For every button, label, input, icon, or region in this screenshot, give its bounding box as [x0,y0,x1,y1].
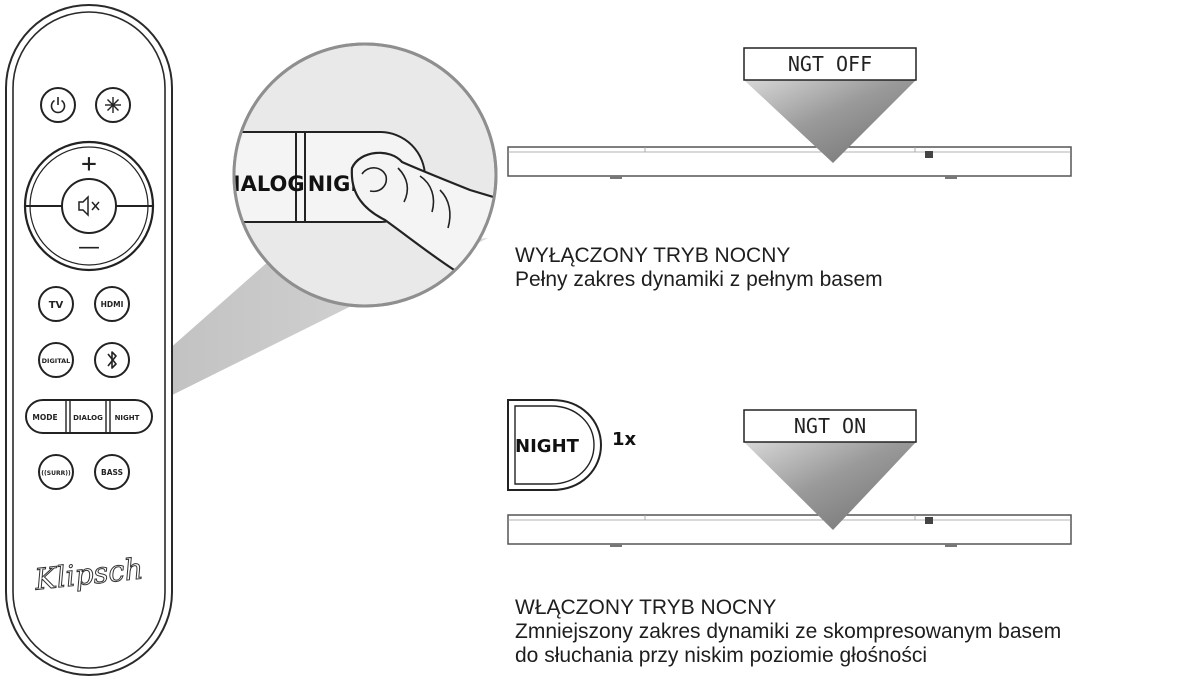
bluetooth-icon [107,351,117,369]
zoom-dialog-label: DIALOG [215,172,304,196]
caption-off-title: WYŁĄCZONY TRYB NOCNY [515,244,791,267]
night-button[interactable]: NIGHT [115,414,140,422]
svg-text:TV: TV [49,300,64,311]
display-text-on: NGT ON [794,414,866,438]
soundbar-on-logo-icon [925,517,933,524]
display-box-off [743,47,917,81]
power-icon [50,97,66,114]
bass-button[interactable]: BASS [94,454,130,490]
soundbar-off-illustration: NGT OFF [507,47,1072,179]
display-box-on [743,409,917,443]
mode-button[interactable]: MODE [32,413,57,422]
hdmi-button[interactable]: HDMI [94,286,130,322]
volume-down-button[interactable]: — [78,235,100,260]
power-button[interactable] [40,87,76,123]
press-count: 1x [612,429,637,450]
digital-button[interactable]: DIGITAL [38,342,74,378]
display-cone-off [744,80,916,163]
display-text-off: NGT OFF [788,52,872,76]
caption-on-description-2: do słuchania przy niskim poziomie głośno… [515,644,928,667]
svg-text:DIGITAL: DIGITAL [42,357,71,365]
surround-button[interactable]: ((SURR)) [38,454,74,490]
mute-icon [78,195,100,217]
soundbar-off [507,146,1072,177]
caption-on-description-1: Zmniejszony zakres dynamiki ze skompreso… [515,620,1062,643]
remote-control: + — TV HDMI DIGITAL [5,4,173,676]
tv-button[interactable]: TV [38,286,74,322]
bluetooth-button[interactable] [94,342,130,378]
caption-on: WŁĄCZONY TRYB NOCNY Zmniejszony zakres d… [515,596,1061,668]
mode-dialog-night-bar: MODE DIALOG NIGHT [25,399,153,434]
caption-off: WYŁĄCZONY TRYB NOCNY Pełny zakres dynami… [515,244,883,292]
svg-text:BASS: BASS [101,468,123,477]
svg-text:HDMI: HDMI [101,300,124,309]
volume-up-button[interactable]: + [81,149,97,179]
volume-control: + — [23,140,155,272]
mute-button[interactable] [61,178,117,234]
soundbar-on-illustration: NGT ON [507,409,1072,547]
night-button-large[interactable]: NIGHT [507,399,603,491]
soundbar-on [507,514,1072,545]
display-cone-on [744,442,916,530]
zoom-magnifier: DIALOG NIGHT [215,42,498,308]
dialog-button[interactable]: DIALOG [73,414,103,422]
caption-on-title: WŁĄCZONY TRYB NOCNY [515,596,777,619]
night-button-large-label: NIGHT [515,436,580,457]
light-icon [105,97,121,113]
svg-text:((SURR)): ((SURR)) [41,470,71,477]
caption-off-description: Pełny zakres dynamiki z pełnym basem [515,268,883,291]
light-button[interactable] [95,87,131,123]
soundbar-logo-icon [925,151,933,158]
